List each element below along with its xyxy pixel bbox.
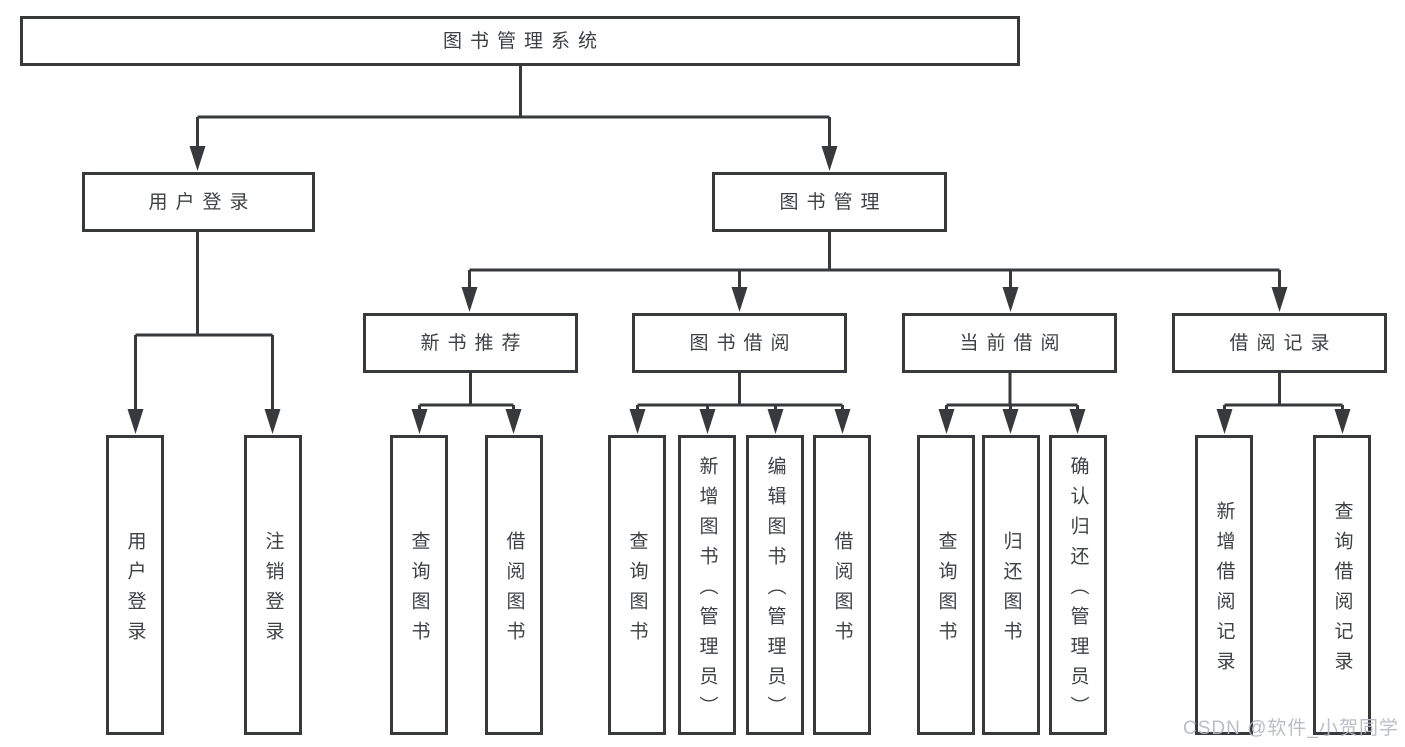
leaf-user-login: 用户登录 [106, 435, 164, 735]
leaf-cb-query-book-label: 查询图书 [935, 530, 957, 651]
arrowhead [1002, 409, 1019, 434]
connector-new-book-fan [411, 373, 522, 434]
leaf-bb-borrow-book: 借阅图书 [813, 435, 871, 735]
leaf-bb-borrow-book-label: 借阅图书 [831, 530, 853, 651]
node-user-login-label: 用户登录 [148, 191, 257, 213]
arrowhead [767, 409, 784, 434]
arrowhead [821, 146, 838, 171]
arrowhead [127, 409, 144, 434]
arrowhead [1271, 287, 1288, 312]
arrowhead [731, 287, 748, 312]
arrowhead [264, 409, 281, 434]
node-new-book-recommend: 新书推荐 [363, 313, 578, 373]
leaf-bb-edit-book-admin: 编辑图书（管理员） [746, 435, 804, 735]
leaf-bb-query-book: 查询图书 [608, 435, 666, 735]
node-book-management-label: 图书管理 [779, 191, 888, 213]
node-book-borrow: 图书借阅 [632, 313, 847, 373]
arrowhead [461, 287, 478, 312]
connector-borrow-record-fan [1216, 373, 1351, 434]
connector-root-to-level2 [189, 66, 838, 171]
leaf-bb-add-book-admin: 新增图书（管理员） [678, 435, 736, 735]
leaf-nr-query-book: 查询图书 [390, 435, 448, 735]
leaf-br-query-record: 查询借阅记录 [1313, 435, 1371, 735]
leaf-cb-confirm-return-admin: 确认归还（管理员） [1049, 435, 1107, 735]
node-borrow-record: 借阅记录 [1172, 313, 1387, 373]
node-new-book-recommend-label: 新书推荐 [420, 332, 529, 354]
arrowhead [1334, 409, 1351, 434]
node-book-borrow-label: 图书借阅 [689, 332, 798, 354]
arrowhead [938, 409, 955, 434]
leaf-bb-edit-book-admin-label: 编辑图书（管理员） [764, 455, 786, 726]
arrowhead [505, 409, 522, 434]
node-root: 图书管理系统 [20, 16, 1020, 66]
leaf-bb-query-book-label: 查询图书 [626, 530, 648, 651]
leaf-nr-query-book-label: 查询图书 [408, 530, 430, 651]
leaf-cb-query-book: 查询图书 [917, 435, 975, 735]
leaf-cb-return-book: 归还图书 [982, 435, 1040, 735]
arrowhead [1069, 409, 1086, 434]
leaf-nr-borrow-book-label: 借阅图书 [503, 530, 525, 651]
arrowhead [629, 409, 646, 434]
leaf-br-add-record: 新增借阅记录 [1195, 435, 1253, 735]
node-current-borrow: 当前借阅 [902, 313, 1117, 373]
node-user-login: 用户登录 [82, 172, 315, 232]
connector-current-borrow-fan [938, 373, 1086, 434]
leaf-bb-add-book-admin-label: 新增图书（管理员） [696, 455, 718, 726]
arrowhead [189, 146, 206, 171]
arrowhead [1216, 409, 1233, 434]
connector-book-borrow-fan [629, 373, 851, 434]
arrowhead [699, 409, 716, 434]
leaf-cb-confirm-return-admin-label: 确认归还（管理员） [1067, 455, 1089, 726]
node-current-borrow-label: 当前借阅 [959, 332, 1068, 354]
leaf-logout: 注销登录 [244, 435, 302, 735]
node-root-label: 图书管理系统 [442, 30, 605, 52]
leaf-nr-borrow-book: 借阅图书 [485, 435, 543, 735]
leaf-user-login-label: 用户登录 [124, 530, 146, 651]
node-borrow-record-label: 借阅记录 [1229, 332, 1338, 354]
leaf-br-query-record-label: 查询借阅记录 [1331, 500, 1353, 681]
connector-user-login-fan [127, 232, 281, 434]
leaf-cb-return-book-label: 归还图书 [1000, 530, 1022, 651]
leaf-br-add-record-label: 新增借阅记录 [1213, 500, 1235, 681]
arrowhead [411, 409, 428, 434]
node-book-management: 图书管理 [712, 172, 947, 232]
arrowhead [834, 409, 851, 434]
leaf-logout-label: 注销登录 [262, 530, 284, 651]
connector-book-management-fan [461, 232, 1288, 312]
watermark-text: CSDN @软件_小贺同学 [1183, 718, 1399, 739]
arrowhead [1002, 287, 1019, 312]
